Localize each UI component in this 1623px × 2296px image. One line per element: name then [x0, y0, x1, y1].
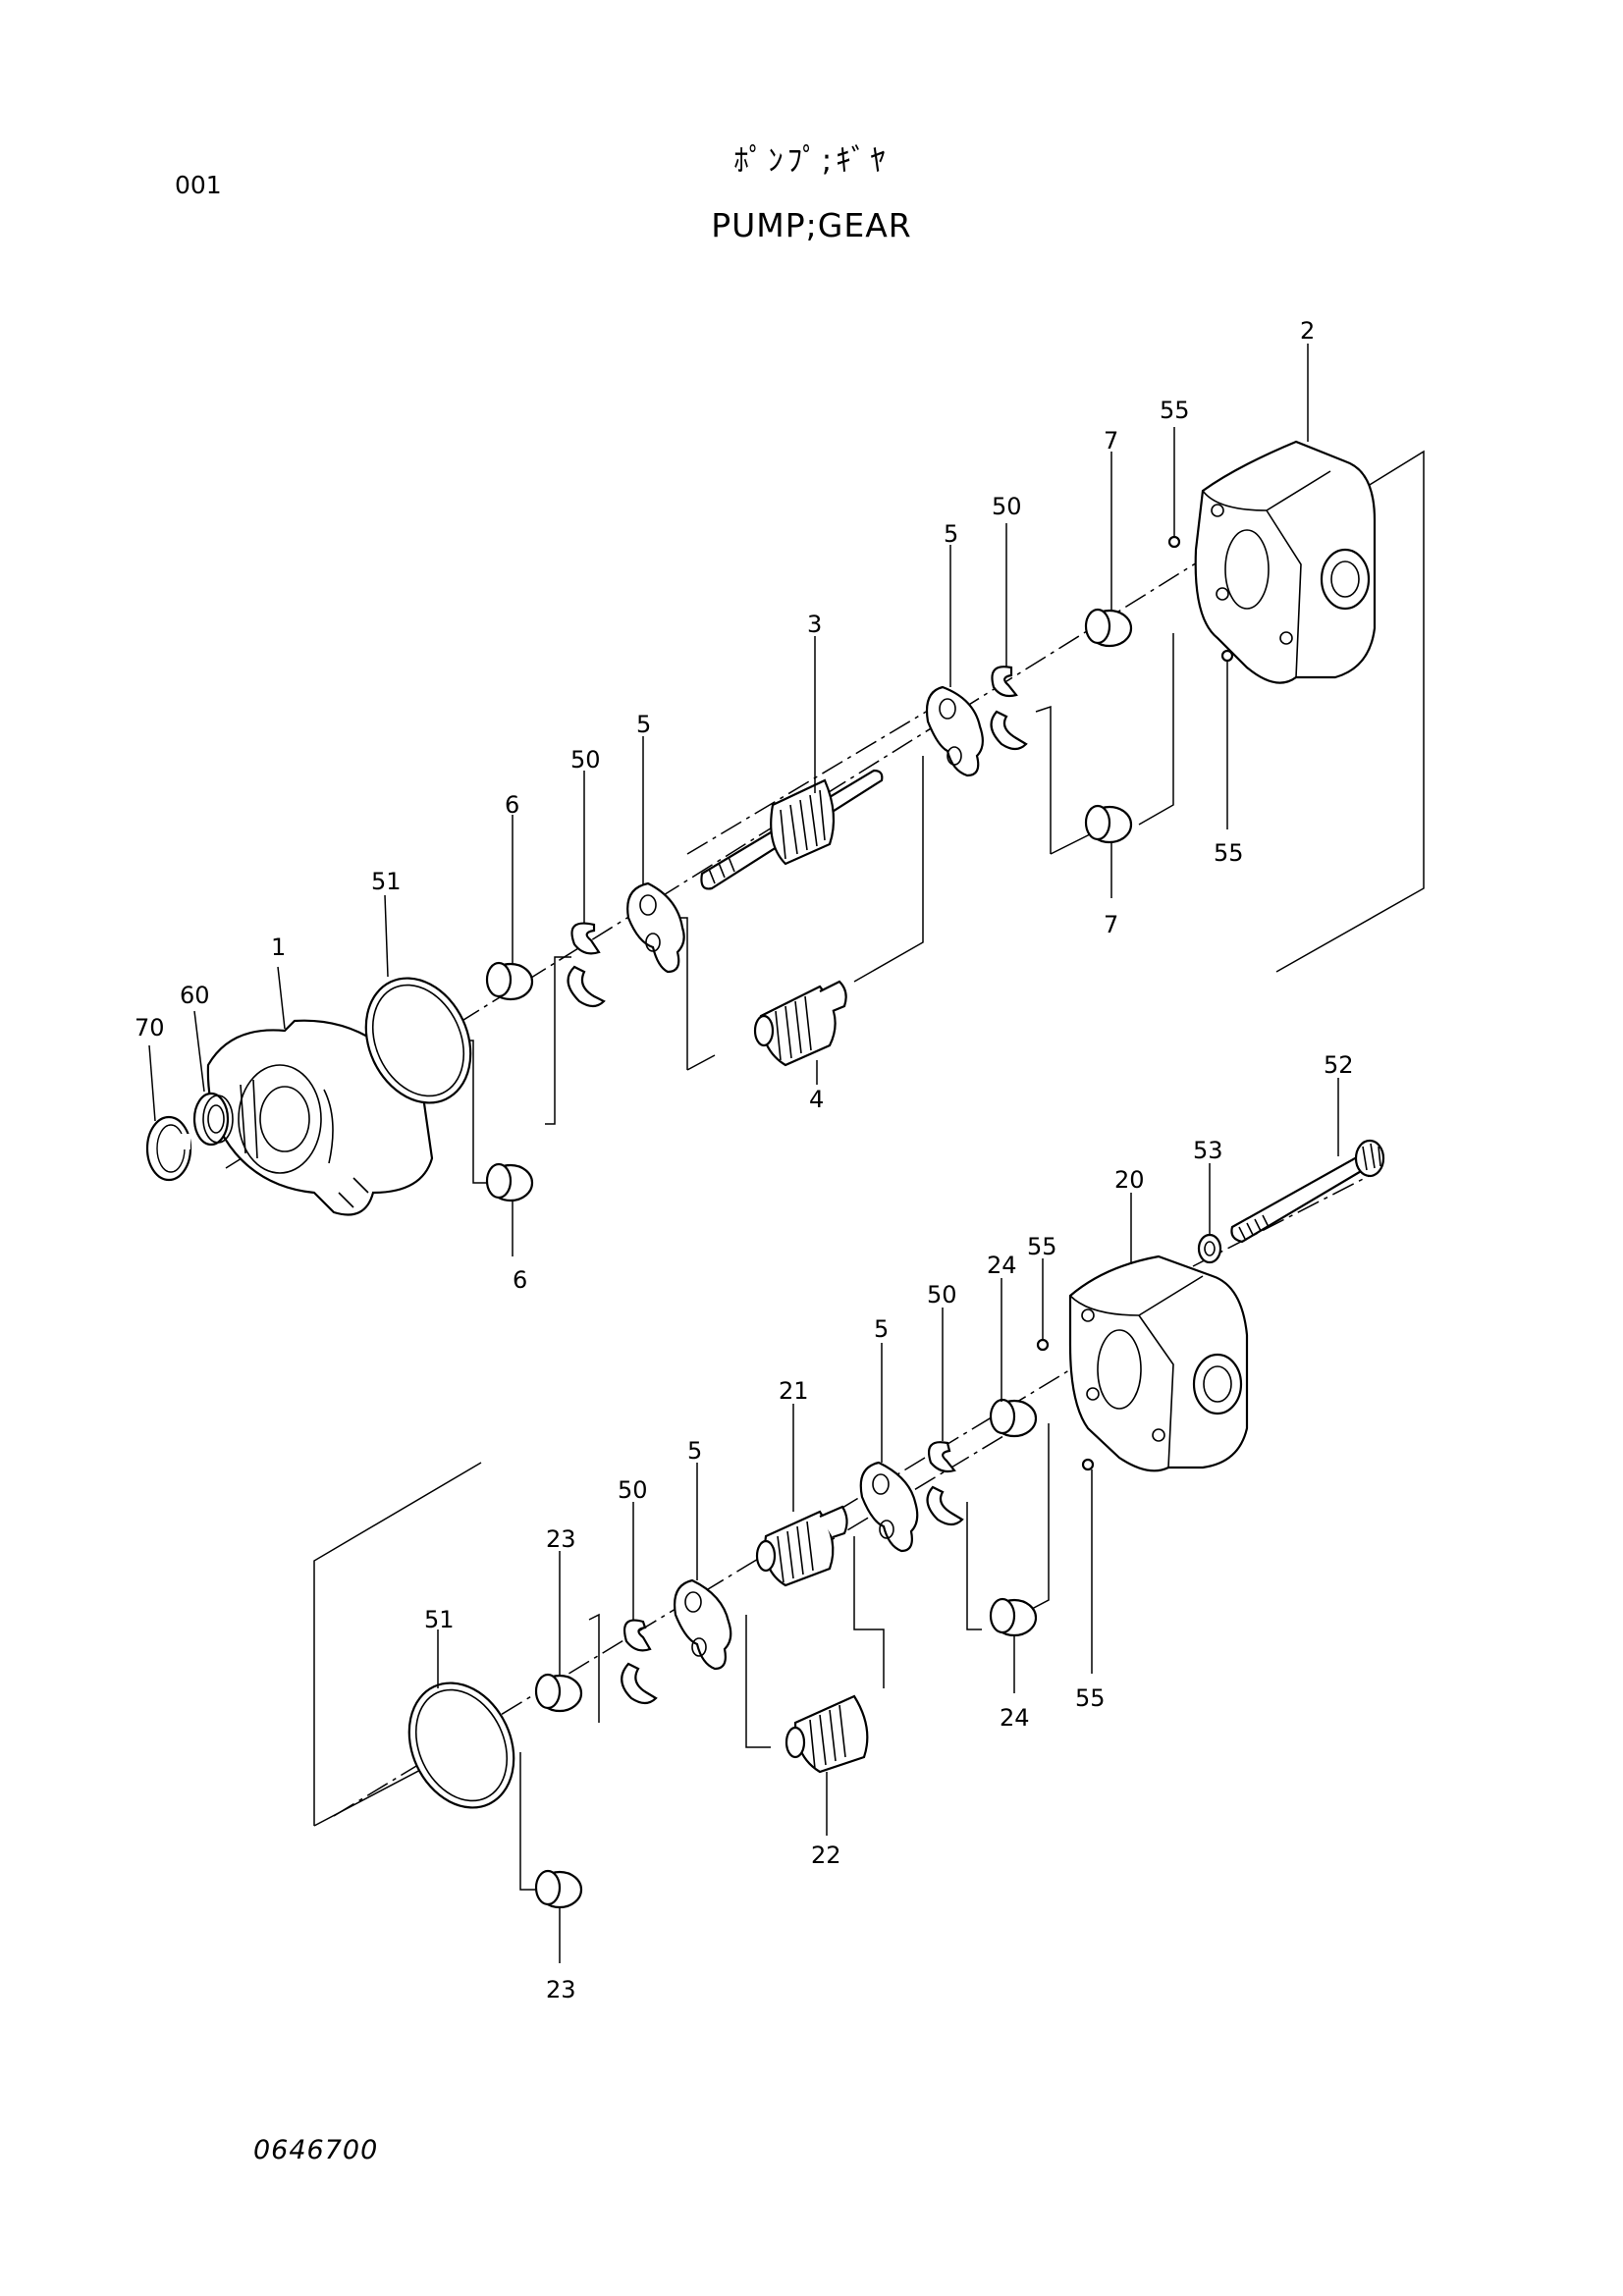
driven-gear-part-4: [753, 980, 847, 1067]
callout-leaders: [148, 344, 1339, 1963]
gear-part-22: [784, 1694, 869, 1774]
bushing-part-24-a: [989, 1398, 1038, 1438]
pin-part-55-c: [1036, 1338, 1050, 1352]
callout-21: 21: [779, 1377, 809, 1405]
pin-part-55-d: [1081, 1458, 1095, 1471]
oil-seal-part-60: [192, 1092, 234, 1147]
bushing-part-7-b: [1084, 804, 1133, 844]
callout-4: 4: [809, 1086, 824, 1113]
backup-ring-part-50-a: [567, 922, 606, 1008]
bushing-part-6-a: [485, 961, 534, 1001]
bushing-part-24-b: [989, 1597, 1038, 1637]
gear-part-21: [755, 1505, 848, 1587]
upper-assembly: [145, 440, 1425, 1216]
callout-70: 70: [135, 1014, 165, 1041]
o-ring-part-51-lower: [407, 1682, 515, 1809]
snap-ring-part-70: [145, 1115, 192, 1182]
backup-ring-part-50-b: [990, 666, 1028, 751]
bolt-part-52: [1230, 1139, 1385, 1244]
callout-6-b: 6: [513, 1266, 527, 1294]
callout-7-b: 7: [1104, 911, 1118, 938]
callout-labels: 70 60 1 51 6 6 50 5 3 4 5 50 7 7 55 55 2…: [135, 317, 1354, 2003]
callout-5-a: 5: [636, 711, 651, 738]
callout-6-a: 6: [505, 791, 519, 819]
side-plate-part-5-a: [626, 881, 685, 974]
callout-55-a: 55: [1160, 397, 1190, 424]
callout-50-b: 50: [992, 493, 1022, 520]
pin-part-55-a: [1167, 535, 1181, 549]
callout-52: 52: [1324, 1051, 1354, 1079]
callout-53: 53: [1193, 1137, 1223, 1164]
callout-51-lower: 51: [424, 1606, 455, 1633]
side-plate-part-5-c: [674, 1578, 732, 1671]
bushing-part-23-a: [534, 1673, 583, 1713]
callout-55-b: 55: [1214, 839, 1244, 867]
gear-housing-part-2: [1194, 440, 1377, 684]
bushing-part-6-b: [485, 1162, 534, 1202]
lower-assembly: [313, 1139, 1385, 1909]
callout-51: 51: [371, 868, 402, 895]
callout-24-a: 24: [987, 1252, 1017, 1279]
callout-60: 60: [180, 982, 210, 1009]
backup-ring-part-50-d: [926, 1441, 964, 1526]
gear-housing-part-20: [1068, 1255, 1249, 1472]
bushing-part-23-b: [534, 1869, 583, 1909]
callout-22: 22: [811, 1842, 841, 1869]
callout-50-a: 50: [570, 746, 601, 774]
callout-5-b: 5: [944, 520, 958, 548]
callout-55-d: 55: [1075, 1684, 1106, 1712]
title-japanese: ﾎﾟﾝﾌﾟ;ｷﾞﾔ: [733, 143, 890, 179]
bushing-part-7-a: [1084, 608, 1133, 648]
callout-55-c: 55: [1027, 1233, 1057, 1260]
side-plate-part-5-d: [859, 1461, 919, 1553]
document-code: 0646700: [253, 2135, 379, 2165]
callout-50-c: 50: [618, 1476, 648, 1504]
washer-part-53: [1197, 1233, 1222, 1264]
callout-24-b: 24: [1000, 1704, 1030, 1732]
title-english: PUMP;GEAR: [711, 206, 912, 244]
callout-3: 3: [807, 611, 822, 638]
side-plate-part-5-b: [925, 685, 984, 777]
drive-gear-shaft-part-3: [700, 769, 884, 890]
front-housing-part-1: [206, 1019, 434, 1216]
page-number: 001: [175, 171, 222, 199]
callout-20: 20: [1114, 1166, 1145, 1194]
o-ring-part-51: [364, 977, 472, 1104]
callout-23-b: 23: [546, 1976, 576, 2003]
callout-23-a: 23: [546, 1525, 576, 1553]
callout-2: 2: [1300, 317, 1315, 345]
callout-5-d: 5: [874, 1315, 889, 1343]
callout-5-c: 5: [687, 1437, 702, 1465]
callout-7-a: 7: [1104, 427, 1118, 454]
callout-1: 1: [271, 934, 286, 961]
backup-ring-part-50-c: [621, 1619, 658, 1705]
callout-50-d: 50: [927, 1281, 957, 1308]
